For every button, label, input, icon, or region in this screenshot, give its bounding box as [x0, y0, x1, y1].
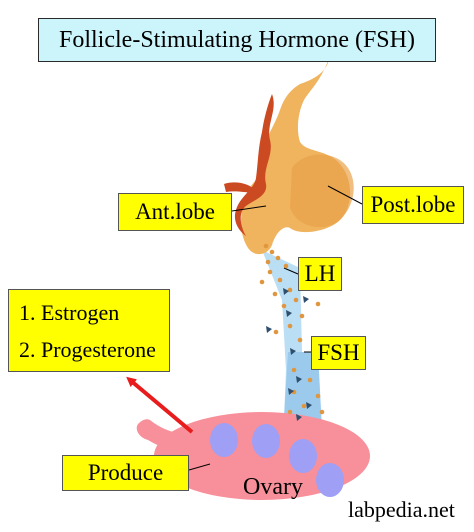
- follicle: [289, 439, 317, 473]
- diagram-title: Follicle-Stimulating Hormone (FSH): [38, 18, 436, 62]
- follicle: [252, 424, 280, 458]
- fsh-label: FSH: [311, 336, 366, 370]
- portal-vessel-branch: [224, 182, 256, 193]
- watermark: labpedia.net: [348, 497, 455, 522]
- hormone-dots: [259, 243, 325, 415]
- ovary-label: Ovary: [243, 474, 303, 500]
- product-item-estrogen: 1. Estrogen: [19, 300, 120, 325]
- ant-lobe-pointer: [231, 205, 267, 212]
- follicle: [210, 423, 238, 457]
- produce-pointer: [188, 463, 211, 471]
- hormone-triangles: [266, 288, 312, 421]
- produce-label: Produce: [62, 455, 189, 491]
- anterior-lobe-label: Ant.lobe: [118, 193, 232, 231]
- posterior-lobe-label: Post.lobe: [362, 186, 464, 224]
- fallopian-fimbria: [136, 419, 182, 452]
- hypothalamic-vessel: [234, 94, 274, 236]
- posterior-lobe-shape: [290, 154, 354, 228]
- lh-pointer: [283, 267, 299, 275]
- products-box: 1. Estrogen 2. Progesterone: [8, 289, 170, 372]
- product-item-progesterone: 2. Progesterone: [19, 337, 156, 362]
- production-arrow: [126, 376, 194, 434]
- lh-label: LH: [298, 257, 342, 291]
- post-lobe-pointer: [327, 185, 363, 205]
- pituitary-stalk: [241, 55, 351, 255]
- follicle: [316, 463, 344, 497]
